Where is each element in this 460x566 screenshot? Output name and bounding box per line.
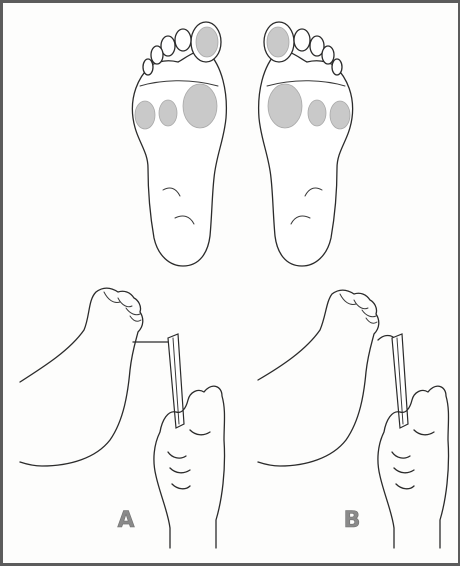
panel-a-foot-outline <box>20 288 143 466</box>
left-sole-outline <box>132 51 226 266</box>
right-toe-4 <box>322 46 334 64</box>
panel-b-foot-outline <box>258 290 379 466</box>
panel-b-hand <box>378 386 449 548</box>
right-sole-outline <box>259 51 353 266</box>
left-foot-sole <box>132 22 226 266</box>
left-site-met-1 <box>183 84 217 128</box>
panel-a-toe-3 <box>126 308 140 315</box>
panel-a-toe-nail <box>130 316 141 321</box>
panel-b: B <box>258 290 449 548</box>
panel-b-toe-1 <box>340 294 356 305</box>
left-toe-4 <box>151 46 163 64</box>
left-site-met-3 <box>159 100 177 126</box>
left-site-hallux <box>196 27 218 57</box>
left-toe-5 <box>143 59 153 75</box>
left-site-met-5 <box>135 101 155 129</box>
panel-b-label: B <box>344 508 361 533</box>
right-site-met-3 <box>308 100 326 126</box>
right-site-met-5 <box>330 101 350 129</box>
left-toe-2 <box>175 29 191 51</box>
right-toe-2 <box>294 29 310 51</box>
panel-a: A <box>20 288 225 548</box>
right-foot-sole <box>259 22 353 266</box>
panel-b-toe-3 <box>362 310 376 317</box>
right-site-hallux <box>267 27 289 57</box>
panel-a-toe-1 <box>104 292 120 303</box>
panel-a-label: A <box>117 508 134 533</box>
panel-b-toe-nail <box>366 318 377 323</box>
right-site-met-1 <box>268 84 302 128</box>
right-toe-5 <box>332 59 342 75</box>
panel-a-hand <box>154 386 225 548</box>
